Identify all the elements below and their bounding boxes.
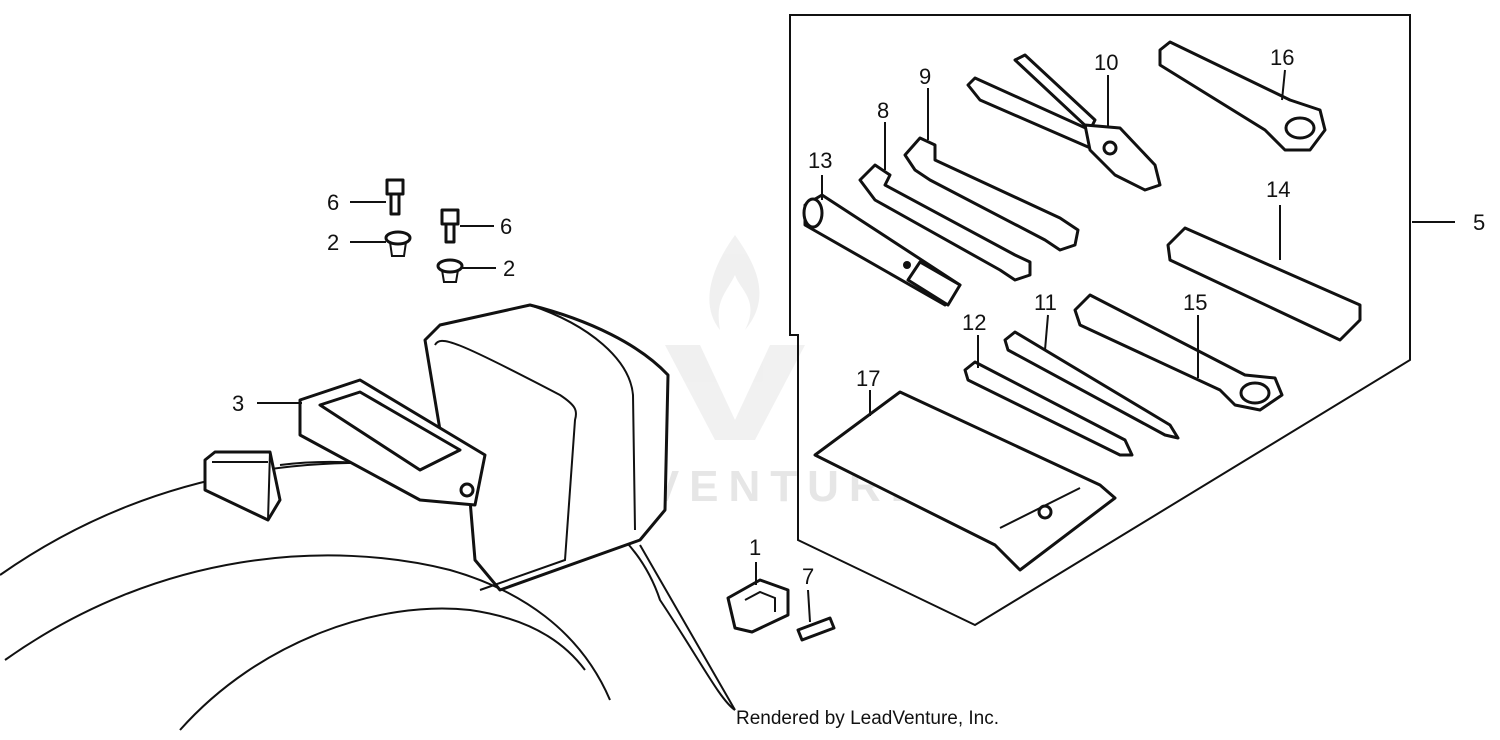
callout-16: 16 (1270, 45, 1294, 70)
washer-right (436, 258, 464, 283)
leader-lines (257, 69, 1455, 711)
callout-14: 14 (1266, 177, 1290, 202)
pin-spanner (1073, 293, 1284, 412)
callout-2-left: 2 (327, 230, 339, 255)
callout-9: 9 (919, 64, 931, 89)
wrench-8 (858, 163, 1032, 282)
callout-11: 11 (1034, 290, 1057, 315)
toolkit-boundary (789, 14, 1411, 627)
callout-10: 10 (1094, 50, 1118, 75)
bolt-right (440, 208, 460, 244)
credit-text: Rendered by LeadVenture, Inc. (736, 708, 1000, 729)
watermark-logo (665, 235, 805, 440)
box-spanner (802, 193, 962, 307)
callout-6-left: 6 (327, 190, 339, 215)
tool-bag (423, 303, 670, 592)
callout-17: 17 (856, 366, 880, 391)
callout-6-right: 6 (500, 214, 512, 239)
callout-3: 3 (232, 391, 244, 416)
wrench-9 (903, 136, 1080, 252)
tool-pouch (813, 390, 1117, 572)
callout-2-right: 2 (503, 256, 515, 281)
tray-part (298, 378, 487, 507)
spanner-16 (1158, 40, 1327, 152)
screwdriver-11 (1003, 330, 1180, 440)
clip-part (726, 578, 790, 634)
callout-8: 8 (877, 98, 889, 123)
washer-left (384, 230, 412, 257)
callout-13: 13 (808, 148, 832, 173)
handle-part (1166, 226, 1362, 342)
screwdriver-12 (963, 360, 1134, 457)
callout-12: 12 (962, 310, 986, 335)
callout-15: 15 (1183, 290, 1207, 315)
callout-7: 7 (802, 564, 814, 589)
pliers (966, 53, 1162, 192)
callout-5: 5 (1473, 210, 1485, 235)
callout-1: 1 (749, 535, 761, 560)
pin-part (796, 616, 836, 642)
bolt-left (385, 178, 405, 216)
